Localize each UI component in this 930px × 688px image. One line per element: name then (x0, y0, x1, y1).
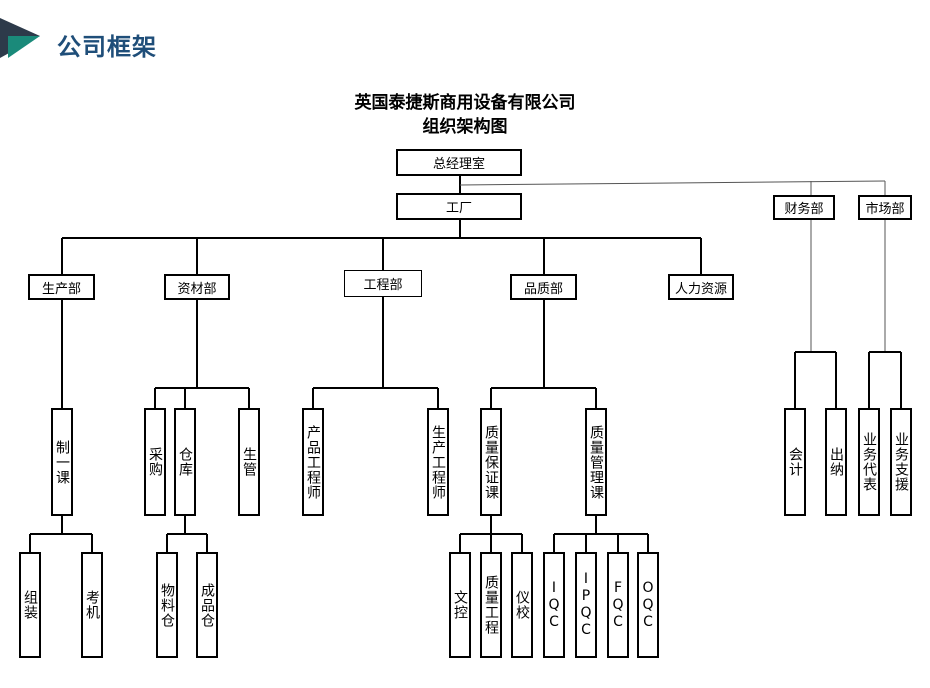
node-sales-support: 业务支援 (890, 408, 912, 516)
node-production-control: 生管 (238, 408, 260, 516)
header-arrow-icon (0, 18, 40, 58)
node-material-store: 物料仓 (156, 552, 178, 658)
node-ipqc: IPQC (575, 552, 597, 658)
node-market: 市场部 (858, 195, 912, 220)
node-finished-store: 成品仓 (196, 552, 218, 658)
node-product-engineer: 产品工程师 (302, 408, 324, 516)
node-factory: 工厂 (396, 193, 522, 220)
node-materials: 资材部 (164, 274, 230, 300)
company-name: 英国泰捷斯商用设备有限公司 (354, 93, 576, 113)
node-production-engineer: 生产工程师 (427, 408, 449, 516)
node-gm-office: 总经理室 (396, 149, 522, 176)
node-production: 生产部 (28, 274, 95, 300)
page-title: 公司框架 (57, 33, 157, 61)
node-oqc: OQC (637, 552, 659, 658)
node-manufacturing-section: 制一课 (51, 408, 73, 516)
node-iqc: IQC (543, 552, 565, 658)
node-qa-section: 质量保证课 (480, 408, 502, 516)
node-finance: 财务部 (773, 195, 835, 220)
node-quality-engineering: 质量工程 (480, 552, 502, 658)
node-hr: 人力资源 (668, 274, 734, 300)
node-testing: 考机 (81, 552, 103, 658)
chart-subtitle: 组织架构图 (422, 117, 508, 137)
node-warehouse: 仓库 (174, 408, 196, 516)
node-purchasing: 采购 (144, 408, 166, 516)
node-qm-section: 质量管理课 (585, 408, 607, 516)
node-cashier: 出纳 (825, 408, 847, 516)
node-accounting: 会计 (784, 408, 806, 516)
node-fqc: FQC (607, 552, 629, 658)
node-assembly: 组装 (19, 552, 41, 658)
node-doc-control: 文控 (449, 552, 471, 658)
node-sales-rep: 业务代表 (858, 408, 880, 516)
node-calibration: 仪校 (511, 552, 533, 658)
node-quality: 品质部 (510, 274, 577, 300)
node-engineering: 工程部 (344, 270, 422, 297)
page-header: 公司框架 (0, 0, 930, 80)
